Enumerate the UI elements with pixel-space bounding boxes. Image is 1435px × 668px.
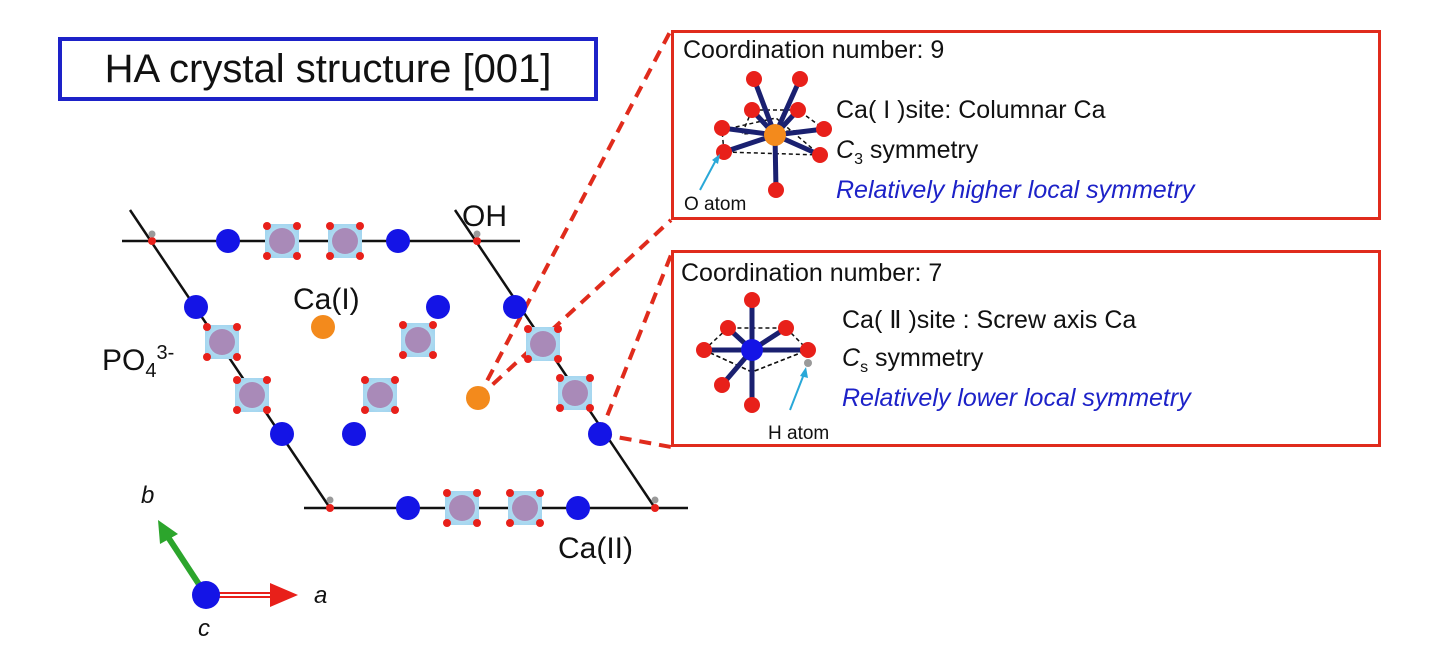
callout-lines (476, 29, 673, 449)
h-atom-label: H atom (768, 423, 830, 444)
ca1-coordination-number: Coordination number: 9 (683, 36, 945, 64)
oh-label: OH (462, 200, 507, 233)
ca2-symmetry-note: Relatively lower local symmetry (842, 384, 1191, 412)
axis-indicator (158, 520, 298, 609)
ca2-symmetry: Cs symmetry (842, 344, 984, 376)
ca1-site-info-box (671, 30, 1381, 220)
oh-groups (148, 230, 659, 512)
ca1-atoms (311, 315, 490, 410)
ca1-symmetry-note: Relatively higher local symmetry (836, 176, 1195, 204)
axis-c-label: c (198, 615, 210, 642)
ca2-site-description: Ca( Ⅱ )site : Screw axis Ca (842, 306, 1137, 334)
ca1-coordination-inset (699, 71, 832, 198)
ca2-atoms (184, 229, 612, 520)
phosphate-groups (203, 222, 594, 527)
o-atom-label: O atom (684, 194, 747, 215)
ca1-site-description: Ca( I )site: Columnar Ca (836, 96, 1106, 124)
ca2-label: Ca(II) (558, 532, 633, 565)
ca2-coordination-inset (696, 292, 816, 413)
ca1-label: Ca(I) (293, 283, 360, 316)
ca2-site-info-box (671, 250, 1381, 447)
ca1-symmetry: C3 symmetry (836, 136, 979, 168)
phosphate-label: PO43- (102, 342, 175, 382)
axis-a-label: a (314, 582, 328, 609)
diagram-title: HA crystal structure [001] (104, 46, 552, 91)
axis-b-label: b (141, 482, 155, 509)
ca2-coordination-number: Coordination number: 7 (681, 259, 943, 287)
title-box: HA crystal structure [001] (58, 37, 598, 101)
